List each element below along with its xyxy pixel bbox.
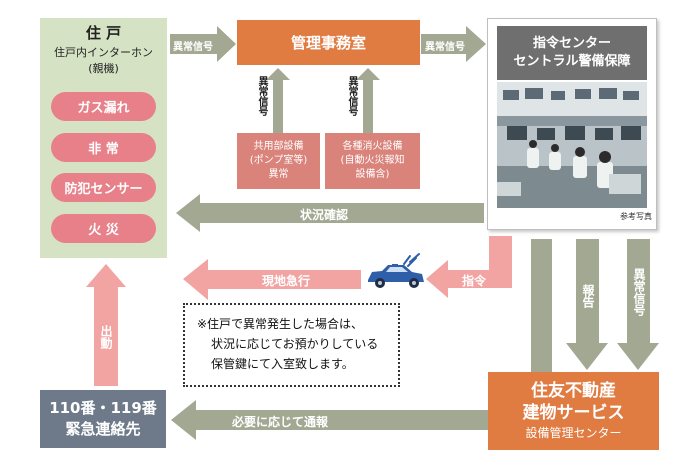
management-office-label: 管理事務室 xyxy=(290,34,366,52)
arrow-dispatch xyxy=(86,264,126,386)
pill-security-sensor: 防犯センサー xyxy=(51,173,156,202)
command-center-line1: 指令センター xyxy=(532,36,611,51)
arrow-resident-to-office xyxy=(170,26,236,62)
management-office-box: 管理事務室 xyxy=(237,20,420,65)
command-center-line2: セントラル警備保障 xyxy=(513,54,631,69)
label-abnormal-signal-down: 異常信号 xyxy=(632,268,646,316)
label-dispatch: 出動 xyxy=(99,325,113,349)
label-abnormal-signal-up-1: 異常信号 xyxy=(256,76,267,116)
resident-subtitle-parent: (親機) xyxy=(88,62,119,75)
fire-equipment-line3: 設備含) xyxy=(355,169,390,180)
emergency-line1: 110番・119番 xyxy=(49,399,157,417)
photo-caption: 参考写真 xyxy=(620,212,652,221)
arrow-report xyxy=(566,239,608,370)
sumitomo-box: 住友不動産 建物サービス 設備管理センター xyxy=(488,372,659,450)
fire-equipment-line1: 各種消火設備 xyxy=(342,141,403,152)
label-status-check: 状況確認 xyxy=(300,208,349,222)
notice-box: ※住戸で異常発生した場合は、 状況に応じてお預かりしている 保管鍵にて入室致しま… xyxy=(183,303,400,387)
pill-emergency: 非 常 xyxy=(51,133,156,162)
arrow-office-to-center xyxy=(421,26,486,62)
label-notify-as-needed: 必要に応じて通報 xyxy=(232,415,329,429)
arrow-command xyxy=(426,236,512,298)
arrow-rush-to-site xyxy=(183,259,361,300)
common-equipment-line1: 共用部設備 xyxy=(253,141,304,152)
arrow-common-up xyxy=(266,68,290,134)
notice-line3: 保管鍵にて入室致します。 xyxy=(211,357,354,371)
sumitomo-line3: 設備管理センター xyxy=(525,426,622,440)
label-abnormal-signal-1: 異常信号 xyxy=(173,42,213,53)
resident-title: 住 戸 xyxy=(85,24,122,42)
label-command: 指令 xyxy=(462,274,487,288)
emergency-line2: 緊急連絡先 xyxy=(65,420,141,438)
arrow-status-check xyxy=(176,194,484,232)
label-report: 報告 xyxy=(581,284,595,308)
control-room-photo xyxy=(497,82,647,208)
command-center-title: 指令センター セントラル警備保障 xyxy=(497,26,647,80)
common-equipment-line3: 異常 xyxy=(268,169,289,180)
resident-subtitle: 住戸内インターホン xyxy=(54,46,153,59)
label-abnormal-signal-2: 異常信号 xyxy=(425,42,465,53)
notice-line2: 状況に応じてお預かりしている xyxy=(211,337,379,351)
police-car-icon xyxy=(368,253,424,288)
emergency-contact-box: 110番・119番 緊急連絡先 xyxy=(40,390,166,448)
sumitomo-line1: 住友不動産 xyxy=(531,381,616,401)
label-abnormal-signal-up-2: 異常信号 xyxy=(346,76,357,116)
common-equipment-box: 共用部設備 (ポンプ室等) 異常 xyxy=(237,133,320,189)
fire-equipment-box: 各種消火設備 (自動火災報知 設備含) xyxy=(325,133,420,189)
pill-gas-leak: ガス漏れ xyxy=(51,92,156,121)
arrow-abnormal-down xyxy=(617,239,659,370)
fire-equipment-line2: (自動火災報知 xyxy=(340,155,405,166)
common-equipment-line2: (ポンプ室等) xyxy=(249,155,308,166)
label-rush-to-site: 現地急行 xyxy=(262,274,311,288)
sumitomo-line2: 建物サービス xyxy=(522,403,625,423)
arrow-fire-up xyxy=(356,68,380,134)
notice-line1: ※住戸で異常発生した場合は、 xyxy=(197,317,364,331)
pill-fire: 火 災 xyxy=(51,214,156,243)
